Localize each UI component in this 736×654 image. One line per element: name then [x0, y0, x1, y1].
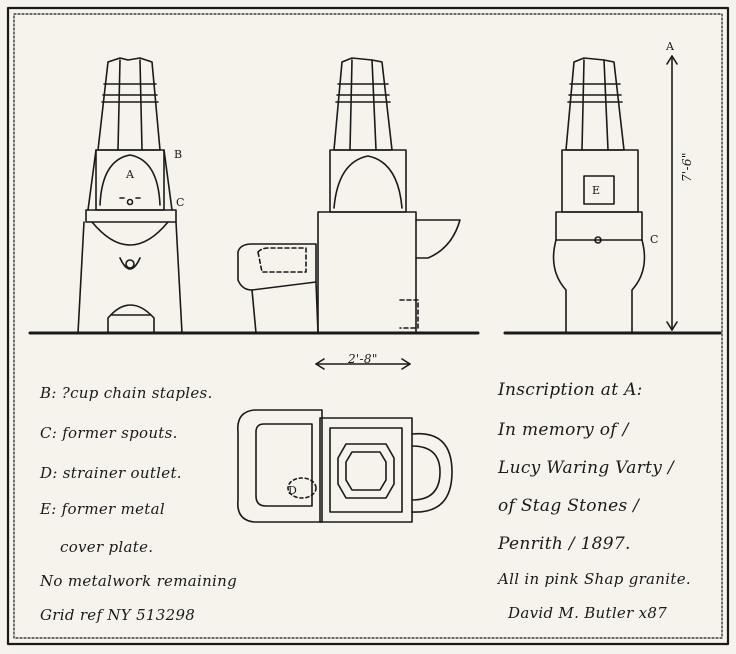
- inscription-heading: Inscription at A:: [498, 380, 643, 400]
- front-elevation: [77, 57, 183, 334]
- height-label: 7'-6": [680, 152, 694, 182]
- width-label: 2'-8": [348, 352, 378, 366]
- cover-plate-e: [583, 175, 615, 205]
- label-b: B: [174, 148, 183, 161]
- height-dimension: [666, 55, 678, 331]
- legend-e-cont: cover plate.: [60, 538, 154, 556]
- width-dimension: [315, 358, 411, 370]
- inscription-line-3: of Stag Stones /: [498, 496, 640, 516]
- inscription-line-2: Lucy Waring Varty /: [498, 458, 674, 478]
- label-e: E: [592, 184, 601, 197]
- label-d: D: [288, 484, 298, 497]
- plan-view: [237, 409, 453, 523]
- material-note: All in pink Shap granite.: [498, 570, 691, 588]
- label-a-right: A: [666, 40, 675, 53]
- legend-b: B: ?cup chain staples.: [40, 384, 213, 402]
- frame-outer: [6, 6, 730, 646]
- frame-inner: [13, 13, 723, 639]
- legend-no-metalwork: No metalwork remaining: [40, 572, 238, 590]
- label-a: A: [126, 168, 135, 181]
- label-c: C: [176, 196, 185, 209]
- signature: David M. Butler x87: [508, 604, 668, 622]
- legend-d: D: strainer outlet.: [40, 464, 182, 482]
- label-c-right: C: [650, 233, 659, 246]
- rear-elevation: [552, 57, 646, 334]
- grid-reference: Grid ref NY 513298: [40, 606, 196, 624]
- inscription-line-1: In memory of /: [498, 420, 629, 440]
- legend-c: C: former spouts.: [40, 424, 178, 442]
- side-elevation: [237, 57, 461, 334]
- inscription-line-4: Penrith / 1897.: [498, 534, 631, 554]
- legend-e: E: former metal: [40, 500, 165, 518]
